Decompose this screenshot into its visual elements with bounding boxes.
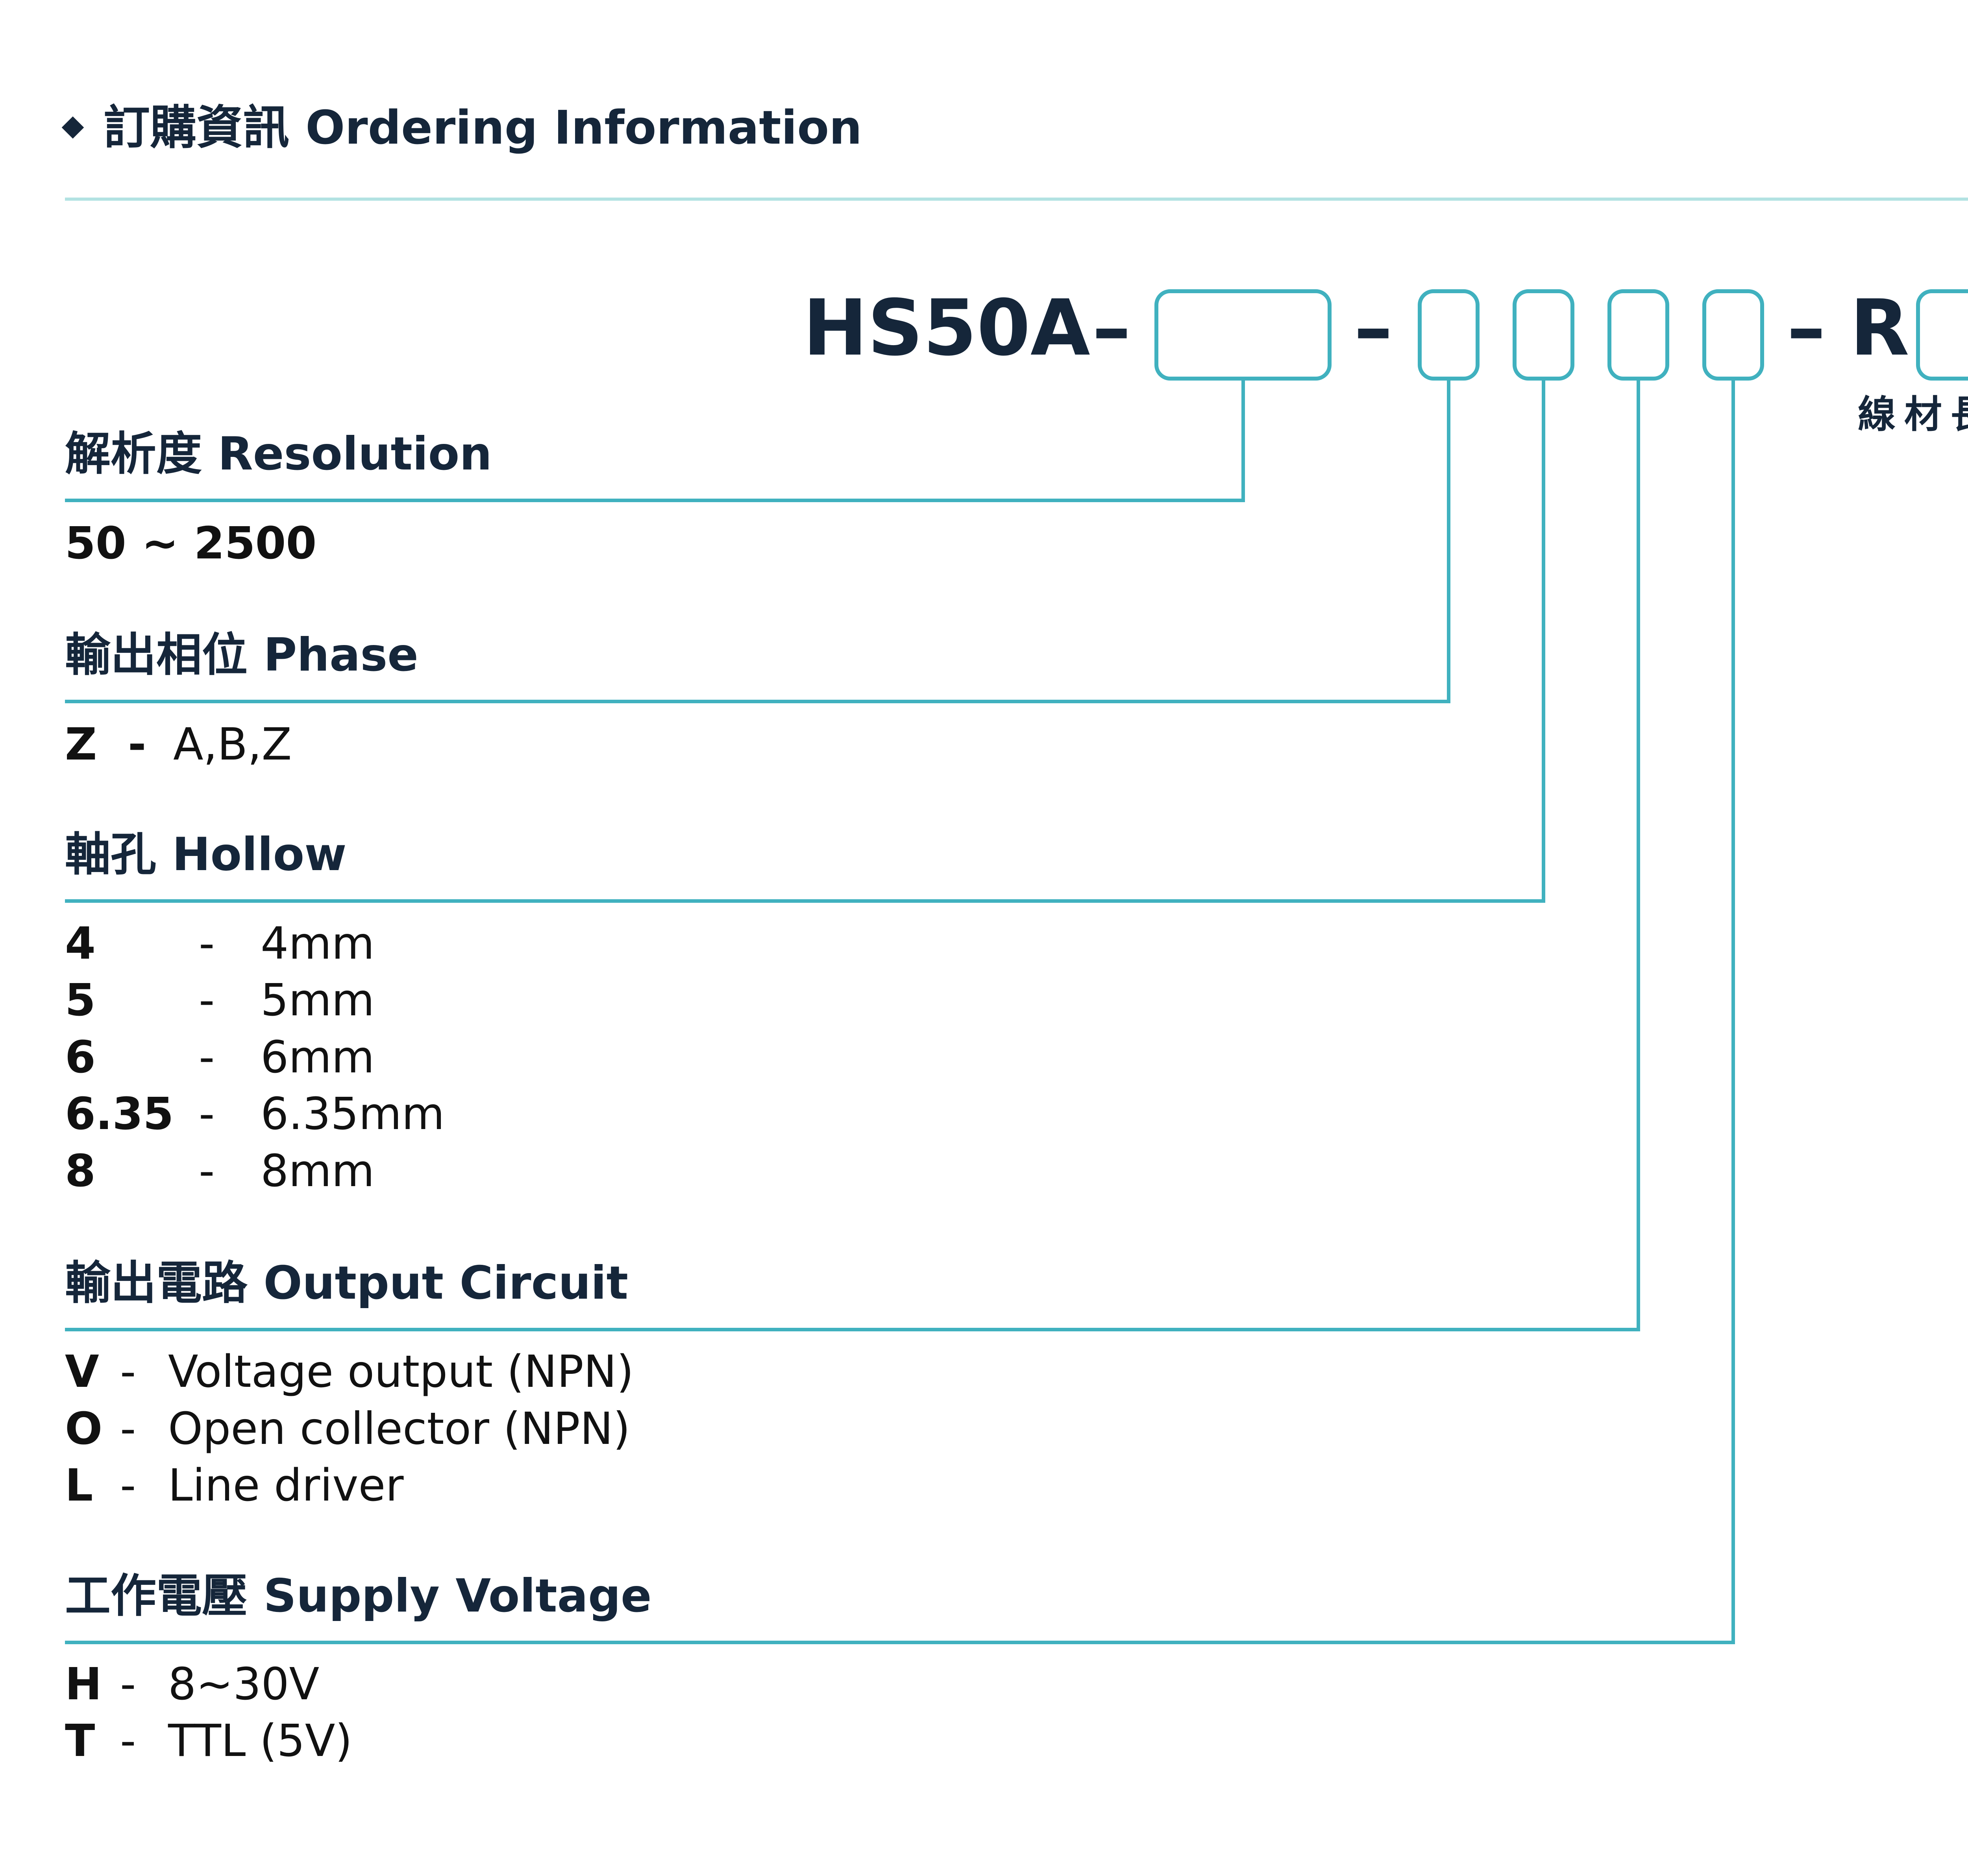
option-code: T xyxy=(65,1715,95,1767)
option-code: H xyxy=(65,1659,102,1710)
option-dash: - xyxy=(199,975,215,1026)
option-description: 8~30V xyxy=(168,1659,320,1710)
option-code: 5 xyxy=(65,975,96,1026)
resolution-title: 解析度 Resolution xyxy=(65,427,492,481)
resolution-connector xyxy=(1241,381,1245,502)
header-title: 訂購資訊 Ordering Information xyxy=(104,100,862,155)
resolution-underline xyxy=(65,499,1245,502)
option-code: 6.35 xyxy=(65,1089,174,1140)
code-separator: – xyxy=(1354,283,1393,373)
cable-length-slot xyxy=(1916,289,1968,381)
supply-voltage-slot xyxy=(1702,289,1764,381)
option-dash: - xyxy=(120,1460,136,1511)
hollow-slot xyxy=(1513,289,1574,381)
phase-underline xyxy=(65,700,1450,703)
hollow-option: 6.35-6.35mm xyxy=(65,1092,445,1136)
option-code: V xyxy=(65,1346,99,1397)
header-divider xyxy=(65,198,1968,201)
option-description: 8mm xyxy=(261,1146,375,1197)
resolution-range: 50 ~ 2500 xyxy=(65,518,317,569)
hollow-option: 8-8mm xyxy=(65,1149,374,1193)
hollow-option: 6-6mm xyxy=(65,1035,374,1079)
option-description: 6.35mm xyxy=(261,1089,445,1140)
option-code: 4 xyxy=(65,918,96,969)
cable-length-caption: 線材長度 xyxy=(1858,392,1968,436)
option-dash: - xyxy=(199,1146,215,1197)
option-dash: - xyxy=(128,719,146,770)
option-dash: - xyxy=(199,1089,215,1140)
option-dash: - xyxy=(120,1346,136,1397)
option-code: 6 xyxy=(65,1032,96,1083)
code-separator: – xyxy=(1092,283,1131,373)
option-description: Voltage output (NPN) xyxy=(168,1346,634,1397)
phase-option: Z-A,B,Z xyxy=(65,723,292,767)
option-description: 6mm xyxy=(261,1032,375,1083)
option-description: A,B,Z xyxy=(173,719,292,770)
supply-voltage-underline xyxy=(65,1641,1735,1644)
output-circuit-option: O-Open collector (NPN) xyxy=(65,1407,630,1451)
output-circuit-connector xyxy=(1637,381,1640,1331)
option-description: 5mm xyxy=(261,975,375,1026)
option-description: TTL (5V) xyxy=(168,1715,353,1767)
output-circuit-option: V-Voltage output (NPN) xyxy=(65,1350,634,1394)
hollow-option: 5-5mm xyxy=(65,978,374,1022)
option-description: Line driver xyxy=(168,1460,404,1511)
output-circuit-title: 輸出電路 Output Circuit xyxy=(65,1257,629,1310)
option-description: Open collector (NPN) xyxy=(168,1403,631,1455)
phase-title: 輸出相位 Phase xyxy=(65,628,418,682)
option-code: O xyxy=(65,1403,103,1455)
option-description: 4mm xyxy=(261,918,375,969)
supply-voltage-title: 工作電壓 Supply Voltage xyxy=(65,1569,652,1623)
cable-prefix: R xyxy=(1850,283,1909,373)
supply-voltage-option: H-8~30V xyxy=(65,1662,319,1706)
option-dash: - xyxy=(120,1659,136,1710)
resolution-slot xyxy=(1154,289,1332,381)
hollow-option: 4-4mm xyxy=(65,922,374,966)
option-dash: - xyxy=(199,918,215,969)
option-dash: - xyxy=(120,1403,136,1455)
option-code: L xyxy=(65,1460,93,1511)
phase-slot xyxy=(1418,289,1480,381)
hollow-connector xyxy=(1542,381,1545,903)
model-code: HS50A xyxy=(803,283,1090,373)
output-circuit-underline xyxy=(65,1328,1640,1331)
option-dash: - xyxy=(120,1715,136,1767)
output-circuit-slot xyxy=(1607,289,1669,381)
supply-voltage-connector xyxy=(1731,381,1735,1644)
option-code: Z xyxy=(65,719,97,770)
option-code: 8 xyxy=(65,1146,96,1197)
phase-connector xyxy=(1447,381,1450,703)
code-separator: – xyxy=(1787,283,1826,373)
hollow-underline xyxy=(65,899,1545,903)
diamond-bullet-icon xyxy=(61,116,84,139)
hollow-title: 軸孔 Hollow xyxy=(65,828,347,881)
option-dash: - xyxy=(199,1032,215,1083)
supply-voltage-option: T-TTL (5V) xyxy=(65,1719,352,1763)
output-circuit-option: L-Line driver xyxy=(65,1464,404,1508)
section-header: 訂購資訊 Ordering Information xyxy=(61,100,862,155)
